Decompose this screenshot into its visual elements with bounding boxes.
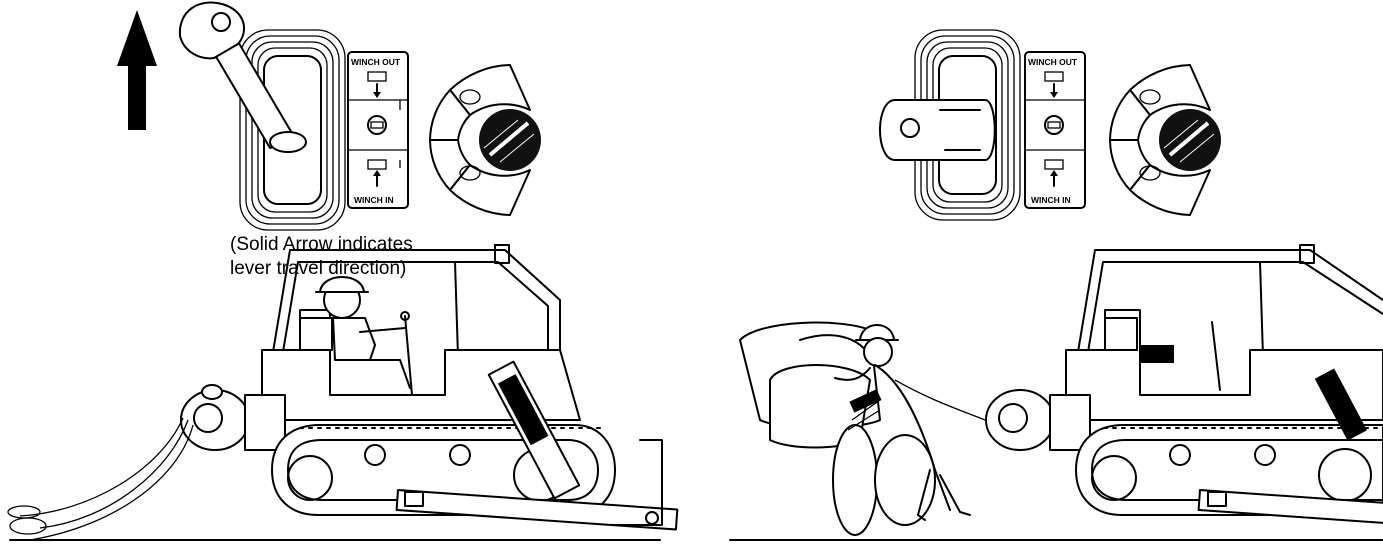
winch-in-label: WINCH IN [354, 195, 394, 205]
lever-travel-arrow [117, 10, 157, 130]
left-control-assembly: WINCH OUT WINCH IN [117, 2, 541, 230]
winch-control-panel: WINCH OUT WINCH IN [348, 52, 408, 208]
left-dozer [8, 245, 677, 540]
winch-lever-handle [180, 2, 306, 152]
arrow-note-line-1: (Solid Arrow indicates [230, 234, 413, 255]
right-control-assembly: WINCH OUT WINCH IN [880, 30, 1221, 220]
winch-out-label-right: WINCH OUT [1028, 57, 1078, 67]
lever-boot [240, 30, 345, 230]
logs-and-worker [740, 323, 985, 535]
winch-out-label: WINCH OUT [351, 57, 401, 67]
winch-mode-dial [430, 65, 541, 215]
winch-control-panel-right: WINCH OUT WINCH IN [1025, 52, 1085, 208]
winch-mode-dial-right [1110, 65, 1221, 215]
winch-in-label-right: WINCH IN [1031, 195, 1071, 205]
winch-lever-handle-neutral [880, 100, 995, 160]
